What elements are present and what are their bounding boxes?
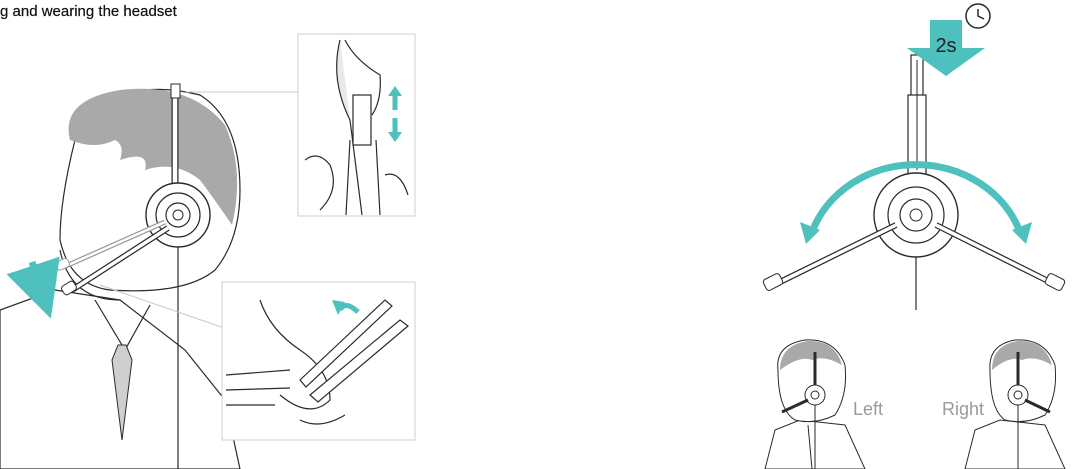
down-arrow-icon — [32, 262, 42, 292]
right-ear-figure: Right — [942, 340, 1065, 469]
left-label: Left — [853, 399, 883, 419]
clock-icon — [966, 4, 990, 28]
timer-label: 2s — [935, 35, 956, 57]
right-label: Right — [942, 399, 984, 419]
boom-flip-detail — [222, 282, 415, 440]
headset-rotation-figure — [762, 55, 1065, 310]
left-ear-figure — [765, 340, 865, 469]
headband-adjust-detail — [298, 34, 415, 216]
